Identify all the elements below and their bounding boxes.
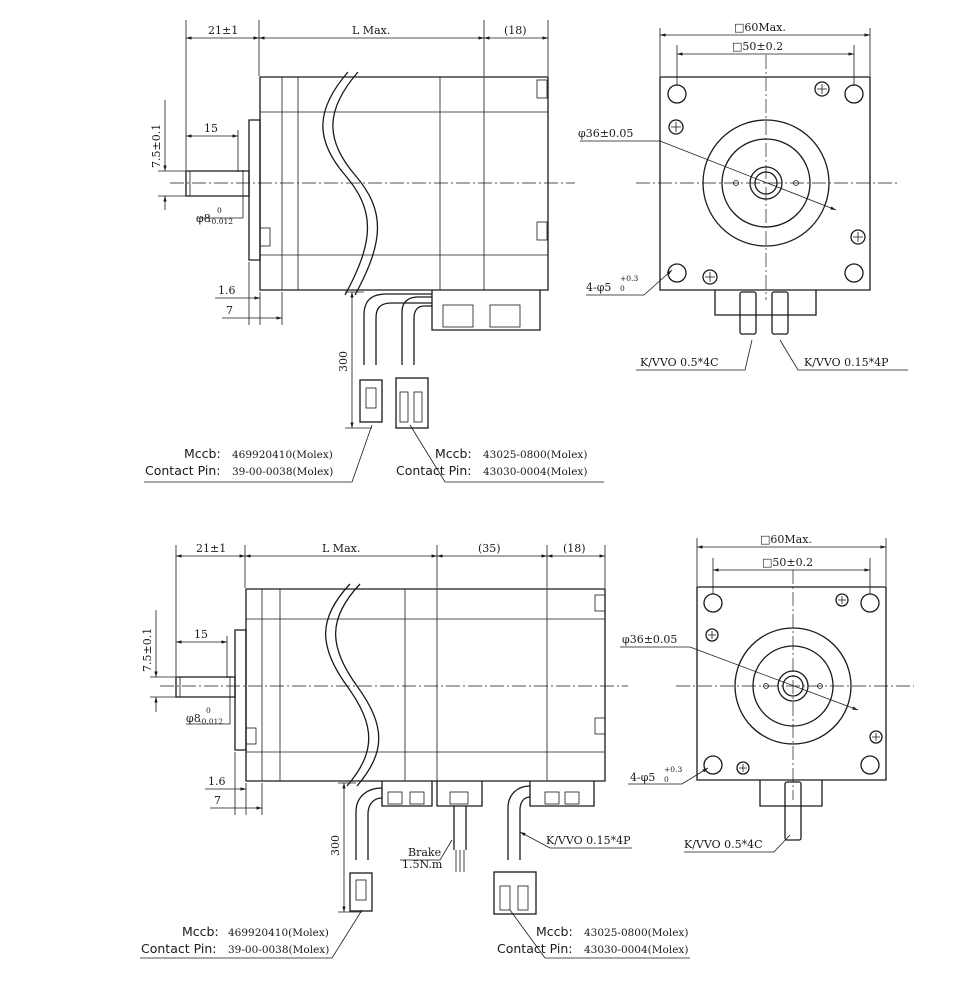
top-side-view: 21±1 L Max. (18) 15 7.5±0.1 φ8 0 -0.012 … [144, 20, 604, 483]
bottom-shaft-dia-dim: φ8 [186, 712, 201, 725]
top-pilot-dia-dim: φ36±0.05 [578, 127, 633, 140]
bottom-right-mccb-label: Mccb: [536, 924, 573, 939]
brake-label: Brake [408, 846, 441, 859]
bottom-cable-left-label: K/VVO 0.5*4C [684, 838, 763, 851]
bottom-cable-length-dim: 300 [329, 835, 342, 856]
top-cable-left-label: K/VVO 0.5*4C [640, 356, 719, 369]
top-left-pin-label: Contact Pin: [145, 463, 220, 478]
top-right-pin-label: Contact Pin: [396, 463, 471, 478]
top-holes-tol-lower: 0 [620, 284, 625, 293]
top-right-pin-value: 43030-0004(Molex) [483, 466, 587, 478]
bottom-right-pin-value: 43030-0004(Molex) [584, 944, 688, 956]
bottom-shaft-height-dim: 7.5±0.1 [141, 628, 154, 672]
bottom-holes-dim: 4-φ5 [630, 771, 655, 784]
bottom-flange-dim: 1.6 [208, 775, 226, 788]
top-pilot-depth-dim: 7 [226, 304, 233, 317]
bottom-shaft-length-dim: 21±1 [196, 542, 226, 555]
bottom-rear-length-dim: (18) [563, 542, 586, 555]
top-key-flat-dim: 15 [204, 122, 218, 135]
top-shaft-tol-upper: 0 [217, 206, 222, 215]
bottom-bolt-pitch-dim: □50±0.2 [762, 556, 813, 569]
bottom-square-max-dim: □60Max. [760, 533, 812, 546]
bottom-pilot-dia-dim: φ36±0.05 [622, 633, 677, 646]
bottom-front-view: □60Max. □50±0.2 φ36±0.05 4-φ5 +0.3 0 K/V… [620, 533, 914, 853]
top-left-mccb-value: 469920410(Molex) [232, 449, 333, 461]
bottom-right-mccb-value: 43025-0800(Molex) [584, 927, 688, 939]
top-cable-length-dim: 300 [337, 351, 350, 372]
bottom-pilot-depth-dim: 7 [214, 794, 221, 807]
top-holes-tol: +0.3 [620, 274, 638, 283]
top-shaft-height-dim: 7.5±0.1 [150, 124, 163, 168]
top-flange-dim: 1.6 [218, 284, 236, 297]
top-rear-length-dim: (18) [504, 24, 527, 37]
bottom-right-pin-label: Contact Pin: [497, 941, 572, 956]
bottom-holes-tol-lower: 0 [664, 775, 669, 784]
top-shaft-tol-lower: -0.012 [209, 217, 233, 226]
top-left-pin-value: 39-00-0038(Molex) [232, 466, 333, 478]
bottom-shaft-tol-lower: -0.012 [199, 717, 223, 726]
top-shaft-dia-dim: φ8 [196, 212, 211, 225]
top-holes-dim: 4-φ5 [586, 281, 611, 294]
bottom-left-mccb-label: Mccb: [182, 924, 219, 939]
top-left-mccb-label: Mccb: [184, 446, 221, 461]
top-cable-right-label: K/VVO 0.15*4P [804, 356, 889, 369]
bottom-body-length-dim: L Max. [322, 542, 360, 555]
top-right-mccb-label: Mccb: [435, 446, 472, 461]
bottom-shaft-tol-upper: 0 [206, 706, 211, 715]
bottom-cable-signal-label: K/VVO 0.15*4P [546, 834, 631, 847]
top-shaft-length-dim: 21±1 [208, 24, 238, 37]
brake-torque: 1.5N.m [402, 858, 443, 871]
top-front-view: □60Max. □50±0.2 φ36±0.05 4-φ5 +0.3 0 K/V… [578, 21, 908, 371]
top-body-length-dim: L Max. [352, 24, 390, 37]
bottom-side-view: 21±1 L Max. (35) (18) 15 7.5±0.1 φ8 0 -0… [140, 542, 690, 959]
top-bolt-pitch-dim: □50±0.2 [732, 40, 783, 53]
bottom-key-flat-dim: 15 [194, 628, 208, 641]
bottom-left-mccb-value: 469920410(Molex) [228, 927, 329, 939]
bottom-left-pin-value: 39-00-0038(Molex) [228, 944, 329, 956]
bottom-brake-length-dim: (35) [478, 542, 501, 555]
bottom-holes-tol: +0.3 [664, 765, 682, 774]
top-square-max-dim: □60Max. [734, 21, 786, 34]
bottom-left-pin-label: Contact Pin: [141, 941, 216, 956]
top-right-mccb-value: 43025-0800(Molex) [483, 449, 587, 461]
